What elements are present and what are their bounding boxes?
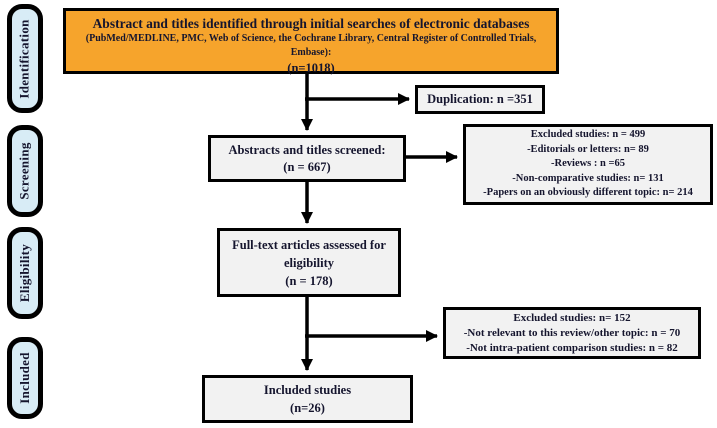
screened-box: Abstracts and titles screened: (n = 667) <box>208 135 406 182</box>
excluded-line: Excluded studies: n = 499 <box>530 129 646 141</box>
stage-label: Included <box>17 352 32 404</box>
stage-tab-identification: Identification <box>7 4 43 113</box>
excluded-line: Excluded studies: n= 152 <box>513 311 631 324</box>
excluded-line: -Editorials or letters: n= 89 <box>527 143 649 155</box>
duplication-label: Duplication: n =351 <box>427 92 533 106</box>
excluded-line: -Not intra-patient comparison studies: n… <box>466 341 678 354</box>
excluded-line: -Reviews : n =65 <box>551 158 625 170</box>
duplication-box: Duplication: n =351 <box>415 85 545 114</box>
excluded-screening-box: Excluded studies: n = 499 -Editorials or… <box>463 124 713 205</box>
identified-count: (n=1018) <box>287 61 335 75</box>
fulltext-assessed-box: Full-text articles assessed for eligibil… <box>217 228 401 297</box>
stage-tab-screening: Screening <box>7 125 43 217</box>
stage-tab-eligibility: Eligibility <box>7 227 43 319</box>
identified-sources: (PubMed/MEDLINE, PMC, Web of Science, th… <box>85 33 537 58</box>
fulltext-title2: eligibility <box>284 255 334 270</box>
stage-label: Screening <box>17 142 33 200</box>
screened-title: Abstracts and titles screened: <box>228 142 386 157</box>
identified-title: Abstract and titles identified through i… <box>92 16 530 31</box>
excluded-eligibility-box: Excluded studies: n= 152 -Not relevant t… <box>443 307 701 359</box>
excluded-line: -Non-comparative studies: n= 131 <box>512 172 664 184</box>
included-title: Included studies <box>263 383 352 397</box>
stage-label: Eligibility <box>17 243 33 303</box>
screened-count: (n = 667) <box>283 159 331 174</box>
fulltext-title: Full-text articles assessed for <box>232 237 386 252</box>
stage-tab-included: Included <box>7 337 43 419</box>
included-count: (n=26) <box>290 401 325 415</box>
included-studies-box: Included studies (n=26) <box>202 375 413 423</box>
stage-label: Identification <box>17 18 32 99</box>
fulltext-count: (n = 178) <box>285 273 333 288</box>
identified-records-box: Abstract and titles identified through i… <box>63 8 559 75</box>
excluded-line: -Papers on an obviously different topic:… <box>483 187 693 199</box>
excluded-line: -Not relevant to this review/other topic… <box>463 326 681 339</box>
